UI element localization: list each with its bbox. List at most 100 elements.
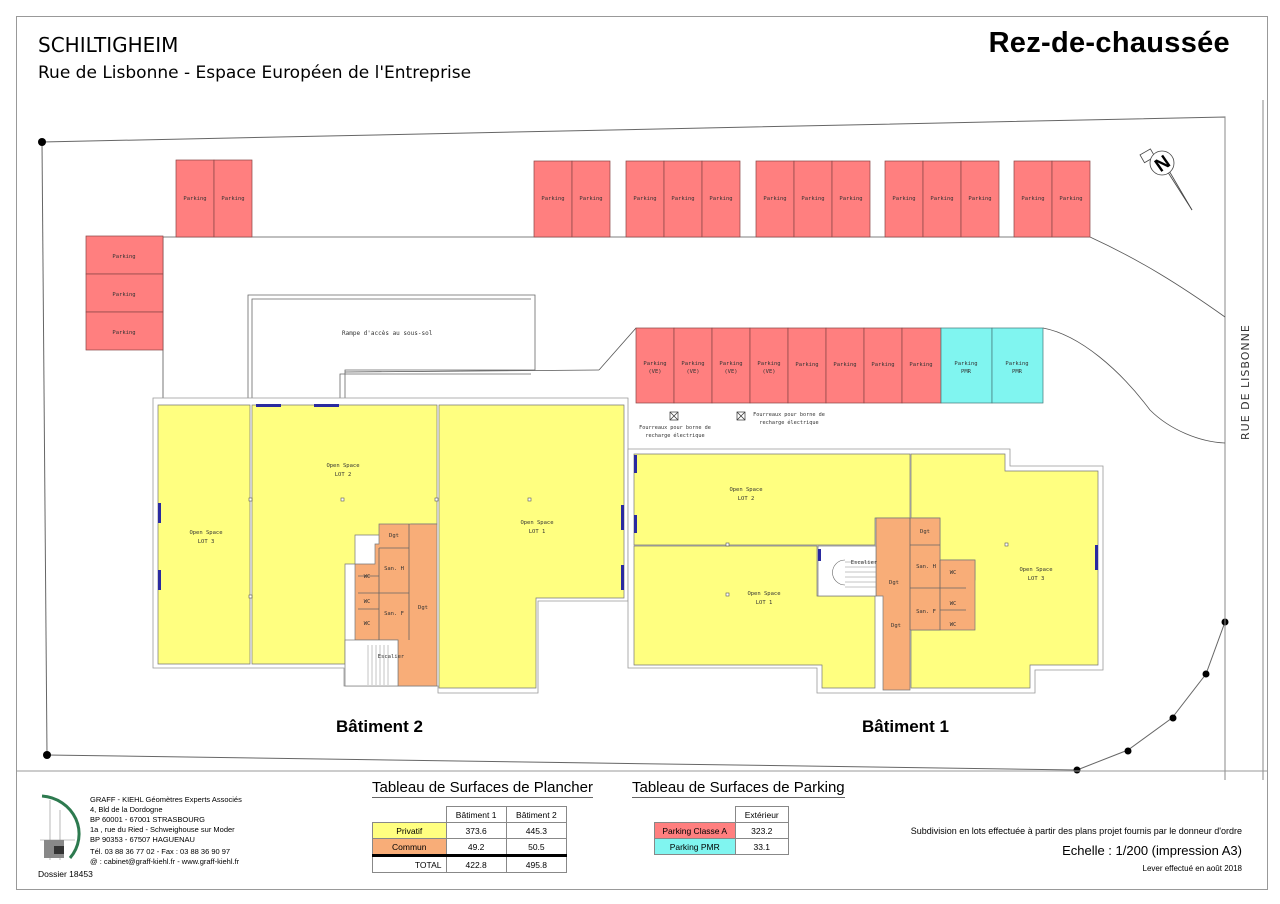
svg-text:WC: WC (364, 599, 371, 605)
svg-text:Parking: Parking (1021, 196, 1044, 202)
b1-lot1 (633, 545, 876, 689)
north-arrow-icon: N (1139, 148, 1193, 211)
b1-stair (817, 545, 877, 597)
subdivision-note: Subdivision en lots effectuée à partir d… (910, 826, 1242, 836)
svg-text:Parking: Parking (930, 196, 953, 202)
svg-text:(VE): (VE) (648, 369, 661, 375)
svg-text:Parking: Parking (833, 362, 856, 368)
b2-lot2 (251, 404, 438, 665)
svg-text:Parking: Parking (801, 196, 824, 202)
city-title: SCHILTIGHEIM (38, 33, 179, 57)
svg-text:(VE): (VE) (686, 369, 699, 375)
svg-text:Parking: Parking (839, 196, 862, 202)
svg-text:Parking: Parking (579, 196, 602, 202)
dossier-number: Dossier 18453 (38, 869, 93, 879)
col-header: Extérieur (734, 806, 789, 823)
svg-text:WC: WC (950, 570, 957, 576)
svg-text:Parking: Parking (909, 362, 932, 368)
svg-text:Parking: Parking (541, 196, 564, 202)
batiment-1-label: Bâtiment 1 (862, 717, 949, 736)
svg-text:Escalier: Escalier (851, 560, 878, 566)
svg-text:Parking: Parking (1005, 361, 1028, 367)
table-row-total: TOTAL 422.8 495.8 (372, 854, 568, 873)
svg-text:San. F: San. F (384, 611, 404, 617)
svg-text:Dgt: Dgt (389, 533, 399, 539)
svg-text:Parking: Parking (681, 361, 704, 367)
drawing-frame (16, 16, 1268, 890)
parking-top-row (533, 160, 1091, 238)
svg-text:Dgt: Dgt (920, 529, 930, 535)
svg-text:San. F: San. F (916, 609, 936, 615)
parking-space-label: Parking (112, 292, 135, 298)
svg-text:LOT 1: LOT 1 (529, 529, 546, 535)
table-row: Commun 49.2 50.5 (372, 838, 568, 856)
surface-table-title: Tableau de Surfaces de Plancher (372, 779, 593, 798)
svg-text:Escalier: Escalier (378, 654, 405, 660)
svg-text:San. H: San. H (916, 564, 936, 570)
company-logo-icon (40, 794, 81, 860)
b2-stair (344, 639, 399, 687)
street-label: RUE DE LISBONNE (1239, 324, 1252, 440)
ev-conduit-marker-icon (669, 411, 746, 421)
boundary-markers (38, 138, 1229, 774)
parking-space-label: Parking (221, 196, 244, 202)
company-address: GRAFF - KIEHL Géomètres Experts Associés… (90, 795, 242, 866)
svg-text:Parking: Parking (968, 196, 991, 202)
svg-text:Parking: Parking (643, 361, 666, 367)
svg-text:Parking: Parking (871, 362, 894, 368)
parking-space-label: Parking (183, 196, 206, 202)
svg-text:Open Space: Open Space (1019, 567, 1052, 573)
street-rue-de-lisbonne (1224, 100, 1264, 780)
svg-text:PMR: PMR (961, 369, 972, 375)
svg-text:Parking: Parking (763, 196, 786, 202)
parking-left-column (85, 235, 164, 351)
surface-table: Bâtiment 1 Bâtiment 2 Privatif 373.6 445… (372, 806, 568, 873)
svg-text:Parking: Parking (1059, 196, 1082, 202)
svg-text:Parking: Parking (671, 196, 694, 202)
svg-text:Dgt: Dgt (418, 605, 428, 611)
svg-text:(VE): (VE) (724, 369, 737, 375)
svg-text:Parking: Parking (719, 361, 742, 367)
survey-date-note: Lever effectué en août 2018 (1142, 864, 1243, 873)
ev-conduit-label-2b: recharge électrique (759, 419, 818, 426)
svg-text:WC: WC (364, 621, 371, 627)
parking-space-label: Parking (112, 254, 135, 260)
svg-text:Parking: Parking (954, 361, 977, 367)
svg-text:Parking: Parking (633, 196, 656, 202)
svg-text:Open Space: Open Space (729, 487, 762, 493)
svg-text:LOT 3: LOT 3 (1028, 576, 1045, 582)
batiment-2-label: Bâtiment 2 (336, 717, 423, 736)
svg-text:Open Space: Open Space (520, 520, 553, 526)
svg-text:Open Space: Open Space (747, 591, 780, 597)
ev-conduit-label-2: Fourreaux pour borne de (753, 412, 825, 418)
svg-text:WC: WC (950, 622, 957, 628)
level-title: Rez-de-chaussée (988, 27, 1230, 59)
svg-text:Parking: Parking (757, 361, 780, 367)
svg-text:Open Space: Open Space (326, 463, 359, 469)
svg-text:PMR: PMR (1012, 369, 1023, 375)
ramp-label: Rampe d'accès au sous-sol (342, 330, 433, 337)
b1-lot2 (633, 453, 911, 546)
parking-space-label: Parking (112, 330, 135, 336)
parking-middle-row (635, 327, 1044, 404)
street-subtitle: Rue de Lisbonne - Espace Européen de l'E… (38, 63, 472, 83)
b2-lot1 (438, 404, 625, 689)
table-row: Privatif 373.6 445.3 (372, 822, 568, 839)
svg-text:LOT 2: LOT 2 (738, 496, 755, 502)
svg-text:Dgt: Dgt (889, 580, 899, 586)
ev-conduit-label-1: Fourreaux pour borne de (639, 425, 711, 431)
parking-top-left (175, 159, 253, 238)
svg-text:WC: WC (364, 574, 371, 580)
svg-text:Parking: Parking (892, 196, 915, 202)
svg-text:Parking: Parking (709, 196, 732, 202)
parking-table-title: Tableau de Surfaces de Parking (632, 779, 845, 798)
svg-text:Parking: Parking (795, 362, 818, 368)
svg-text:LOT 1: LOT 1 (756, 600, 773, 606)
table-row: Parking PMR 33.1 (654, 838, 789, 855)
svg-text:San. H: San. H (384, 566, 404, 572)
svg-text:LOT 2: LOT 2 (335, 472, 352, 478)
parking-table: Extérieur Parking Classe A 323.2 Parking… (654, 806, 789, 855)
